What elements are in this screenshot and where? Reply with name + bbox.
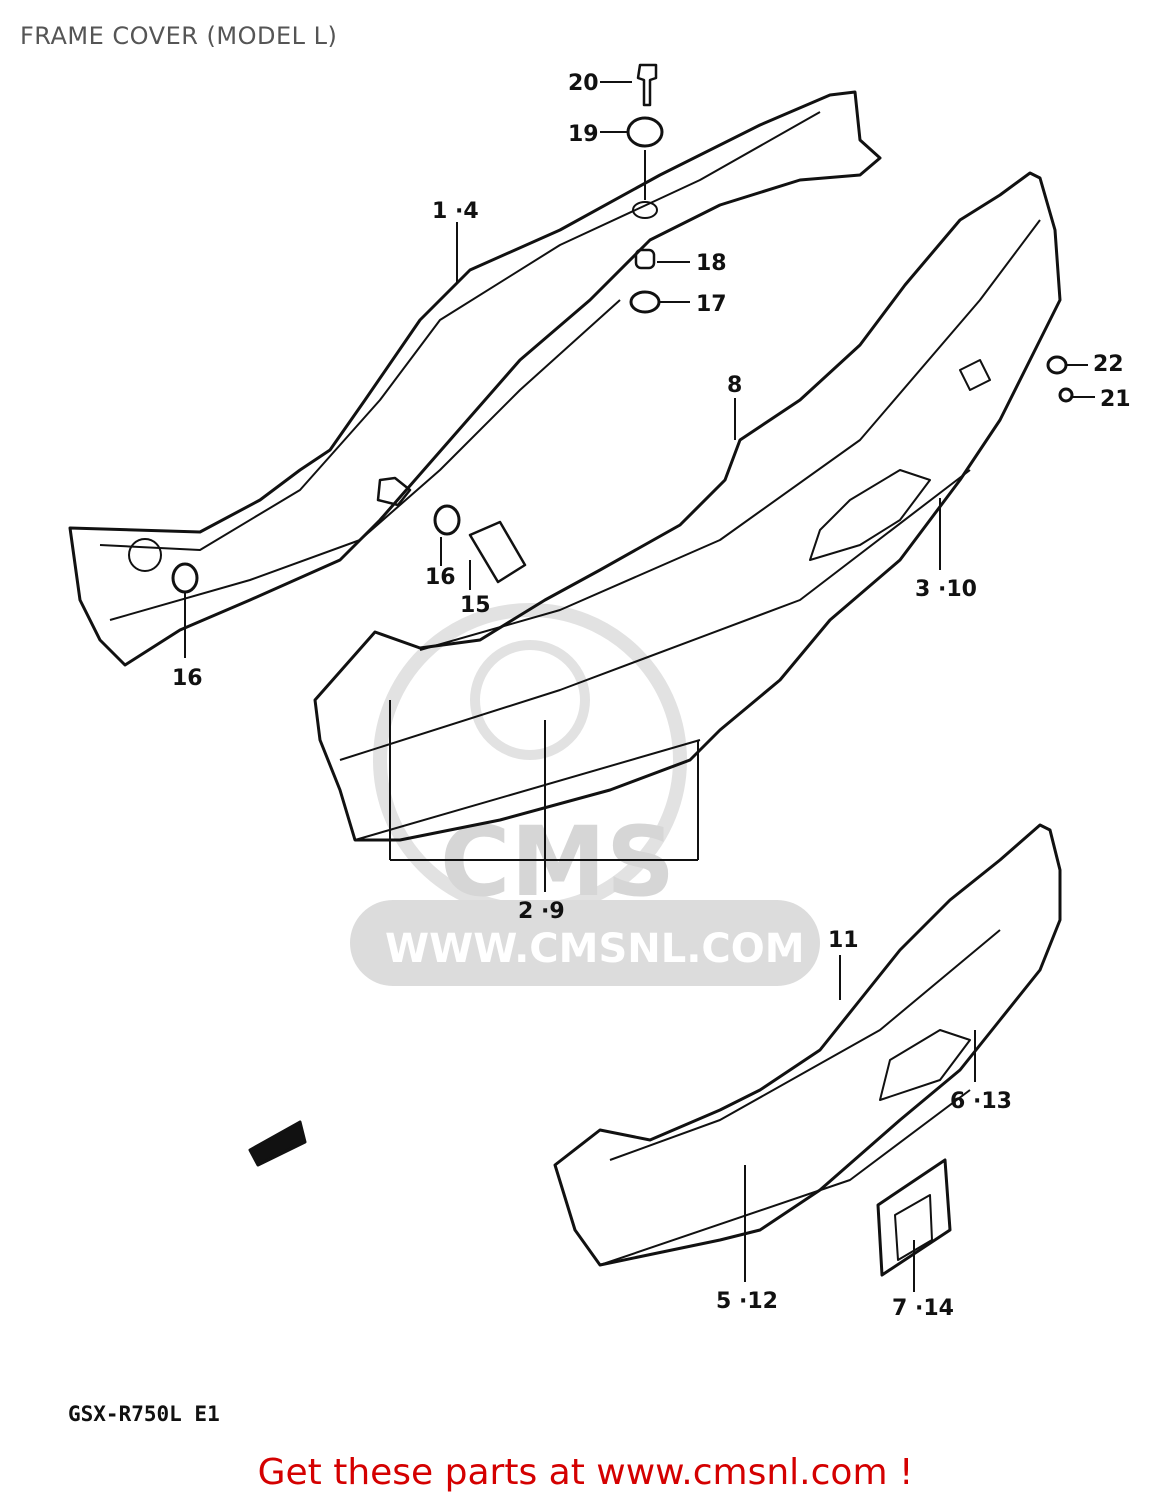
label-17: 17 bbox=[696, 292, 727, 317]
label-5-12: 5 ·12 bbox=[716, 1289, 778, 1314]
watermark-url: WWW.CMSNL.COM bbox=[385, 926, 805, 972]
label-16-lower: 16 bbox=[172, 666, 203, 691]
call-to-action-link[interactable]: Get these parts at www.cmsnl.com ! bbox=[257, 1452, 914, 1493]
label-11: 11 bbox=[828, 928, 859, 953]
left-frame-cover bbox=[68, 90, 882, 667]
leader-lines bbox=[184, 81, 1095, 1292]
label-2-9: 2 ·9 bbox=[518, 899, 565, 924]
label-21: 21 bbox=[1100, 387, 1131, 412]
side-cover-lower bbox=[553, 823, 1062, 1267]
label-8: 8 bbox=[727, 373, 742, 398]
watermark: CMS WWW.CMSNL.COM bbox=[350, 603, 820, 986]
label-18: 18 bbox=[696, 251, 727, 276]
label-1-4: 1 ·4 bbox=[432, 199, 479, 224]
emblem bbox=[876, 1158, 952, 1277]
label-15: 15 bbox=[460, 593, 491, 618]
model-code: GSX-R750L E1 bbox=[68, 1402, 220, 1426]
label-16-upper: 16 bbox=[425, 565, 456, 590]
label-19: 19 bbox=[568, 122, 599, 147]
label-6-13: 6 ·13 bbox=[950, 1089, 1012, 1114]
side-cover-upper bbox=[313, 171, 1062, 842]
label-3-10: 3 ·10 bbox=[915, 577, 977, 602]
label-20: 20 bbox=[568, 71, 599, 96]
label-22: 22 bbox=[1093, 352, 1124, 377]
label-7-14: 7 ·14 bbox=[892, 1296, 954, 1321]
page-title: FRAME COVER (MODEL L) bbox=[20, 22, 338, 50]
arrow-icon bbox=[248, 1120, 307, 1167]
part-labels: 20 19 18 17 1 ·4 8 22 21 16 15 16 3 ·10 … bbox=[172, 71, 1131, 1321]
